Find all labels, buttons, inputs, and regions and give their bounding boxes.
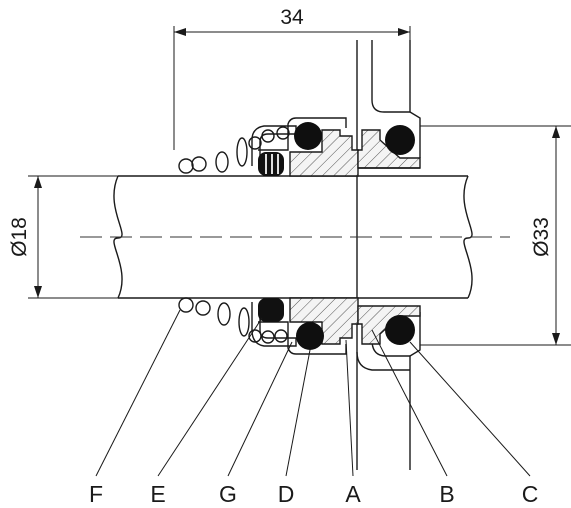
- spring-coils-upper: [178, 126, 290, 174]
- label-f: F: [89, 481, 103, 507]
- label-c: C: [522, 481, 539, 507]
- bellows-lower: [258, 298, 284, 322]
- oring-d-upper: [294, 122, 322, 150]
- dimension-shaft-diameter: Ø18: [8, 175, 118, 299]
- oring-c-upper: [385, 125, 415, 155]
- dimension-length: 34: [173, 6, 411, 150]
- dimension-shaft-diameter-value: Ø18: [8, 217, 31, 257]
- dimension-length-value: 34: [280, 6, 304, 29]
- oring-c-lower: [385, 315, 415, 345]
- label-g: G: [219, 481, 237, 507]
- housing: [356, 40, 571, 470]
- label-e: E: [150, 481, 165, 507]
- dimension-outer-diameter-value: Ø33: [530, 217, 553, 257]
- rotary-ring-upper: [289, 129, 359, 177]
- part-labels: F E G D A B C: [89, 481, 538, 507]
- seal-upper-half: [178, 117, 421, 177]
- seal-lower-half: [178, 297, 421, 355]
- oring-d-lower: [296, 322, 324, 350]
- leader-lines: [95, 309, 531, 477]
- dimension-outer-diameter: Ø33: [530, 126, 560, 345]
- label-b: B: [439, 481, 454, 507]
- label-a: A: [345, 481, 361, 507]
- shaft: [80, 175, 510, 299]
- label-d: D: [278, 481, 295, 507]
